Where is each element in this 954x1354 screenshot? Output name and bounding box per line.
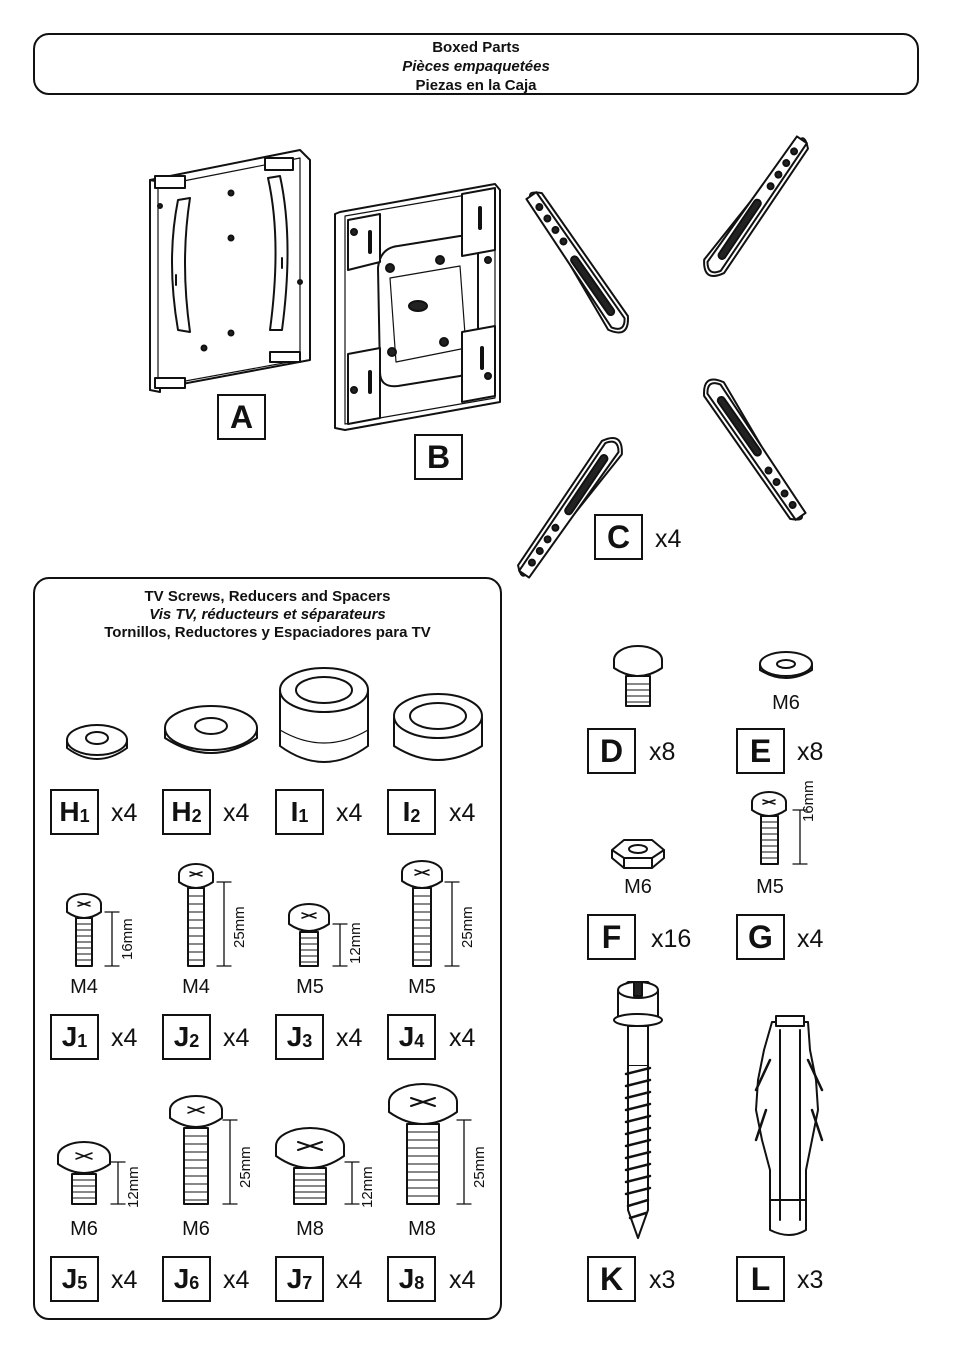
qty-j4: x4 xyxy=(449,1024,476,1052)
screw-icon xyxy=(57,1141,126,1205)
header-title-fr: Pièces empaquetées xyxy=(402,58,550,75)
label-h1: H1 xyxy=(50,789,99,835)
tv-screws-panel: TV Screws, Reducers and Spacers Vis TV, … xyxy=(33,577,502,1320)
size-j6: M6 xyxy=(182,1218,210,1240)
panel-title: TV Screws, Reducers and Spacers Vis TV, … xyxy=(35,588,500,642)
label-i2: I2 xyxy=(387,789,436,835)
header-title-en: Boxed Parts xyxy=(432,39,520,56)
screw-icon xyxy=(388,1083,472,1205)
qty-c: x4 xyxy=(655,525,682,553)
washer-icon xyxy=(759,651,813,679)
tv-bracket-icon xyxy=(334,183,501,431)
label-j1: J1 xyxy=(50,1014,99,1060)
size-j8: M8 xyxy=(408,1218,436,1240)
spacer-icon xyxy=(66,724,128,760)
qty-k: x3 xyxy=(649,1266,676,1294)
spacer-icon xyxy=(164,705,258,754)
screw-icon xyxy=(66,893,120,967)
qty-l: x3 xyxy=(797,1266,824,1294)
label-j3: J3 xyxy=(275,1014,324,1060)
length-j6: 25mm xyxy=(237,1146,254,1188)
qty-j7: x4 xyxy=(336,1266,363,1294)
label-j8: J8 xyxy=(387,1256,436,1302)
size-j2: M4 xyxy=(182,976,210,998)
nut-icon xyxy=(611,839,665,869)
panel-title-fr: Vis TV, réducteurs et séparateurs xyxy=(149,606,386,623)
size-f: M6 xyxy=(624,876,652,898)
size-j4: M5 xyxy=(408,976,436,998)
label-j5: J5 xyxy=(50,1256,99,1302)
label-k: K xyxy=(587,1256,636,1302)
spacer-icon xyxy=(393,693,483,761)
label-f: F xyxy=(587,914,636,960)
screw-icon xyxy=(178,863,232,967)
lag-bolt-icon xyxy=(613,981,663,1239)
qty-f: x16 xyxy=(651,925,692,953)
length-j8: 25mm xyxy=(471,1146,488,1188)
qty-j8: x4 xyxy=(449,1266,476,1294)
size-j3: M5 xyxy=(296,976,324,998)
length-j5: 12mm xyxy=(125,1166,142,1208)
qty-i1: x4 xyxy=(336,799,363,827)
screw-icon xyxy=(275,1127,360,1205)
label-j7: J7 xyxy=(275,1256,324,1302)
label-c: C xyxy=(594,514,643,560)
boxed-parts-header: Boxed Parts Pièces empaquetées Piezas en… xyxy=(33,33,919,95)
qty-h1: x4 xyxy=(111,799,138,827)
size-j1: M4 xyxy=(70,976,98,998)
wall-plate-icon xyxy=(149,149,311,393)
screw-icon xyxy=(401,860,460,967)
qty-j6: x4 xyxy=(223,1266,250,1294)
label-j2: J2 xyxy=(162,1014,211,1060)
length-j1: 16mm xyxy=(119,918,136,960)
header-title-es: Piezas en la Caja xyxy=(415,77,537,94)
length-j4: 25mm xyxy=(459,906,476,948)
wall-anchor-icon xyxy=(754,1015,824,1236)
spacer-icon xyxy=(279,667,369,763)
size-g: M5 xyxy=(756,876,784,898)
screw-icon xyxy=(169,1095,238,1205)
length-j3: 12mm xyxy=(347,922,364,964)
label-b: B xyxy=(414,434,463,480)
qty-g: x4 xyxy=(797,925,824,953)
label-a: A xyxy=(217,394,266,440)
length-j7: 12mm xyxy=(359,1166,376,1208)
label-d: D xyxy=(587,728,636,774)
label-h2: H2 xyxy=(162,789,211,835)
qty-h2: x4 xyxy=(223,799,250,827)
qty-e: x8 xyxy=(797,738,824,766)
qty-j3: x4 xyxy=(336,1024,363,1052)
size-j5: M6 xyxy=(70,1218,98,1240)
length-g: 16mm xyxy=(800,780,817,822)
qty-j1: x4 xyxy=(111,1024,138,1052)
size-e: M6 xyxy=(772,692,800,714)
panel-title-en: TV Screws, Reducers and Spacers xyxy=(144,588,391,605)
size-j7: M8 xyxy=(296,1218,324,1240)
label-l: L xyxy=(736,1256,785,1302)
label-g: G xyxy=(736,914,785,960)
label-i1: I1 xyxy=(275,789,324,835)
screw-icon xyxy=(751,791,808,865)
label-j6: J6 xyxy=(162,1256,211,1302)
label-e: E xyxy=(736,728,785,774)
qty-d: x8 xyxy=(649,738,676,766)
label-j4: J4 xyxy=(387,1014,436,1060)
mounting-arm-icon xyxy=(513,129,815,585)
length-j2: 25mm xyxy=(231,906,248,948)
qty-j2: x4 xyxy=(223,1024,250,1052)
qty-j5: x4 xyxy=(111,1266,138,1294)
screw-icon xyxy=(288,903,348,967)
screw-icon xyxy=(613,645,663,707)
qty-i2: x4 xyxy=(449,799,476,827)
panel-title-es: Tornillos, Reductores y Espaciadores par… xyxy=(104,624,431,641)
